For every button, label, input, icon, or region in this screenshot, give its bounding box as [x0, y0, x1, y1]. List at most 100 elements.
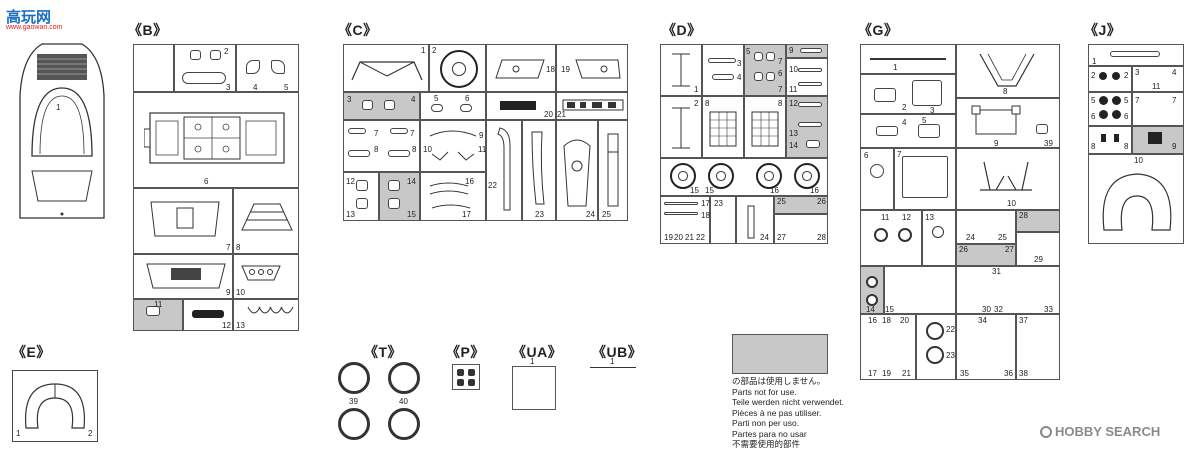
g-part-12: [898, 228, 912, 242]
group-e-frame: [12, 370, 98, 442]
d-part-18: [664, 212, 698, 215]
d-num-8b: 8: [778, 99, 783, 108]
j-cell-1: [1088, 44, 1184, 66]
c-num-7b: 7: [410, 129, 415, 138]
b-part-9: [146, 263, 226, 289]
g-num-34: 34: [978, 316, 987, 325]
c-cell-16-17: [420, 172, 486, 221]
e-num-2: 2: [88, 429, 93, 438]
g-part-7: [902, 156, 948, 198]
c-part-19: [575, 59, 621, 79]
c-part-8: [348, 150, 370, 157]
b-part-3: [182, 72, 226, 84]
c-num-22: 22: [488, 181, 497, 190]
b-num-5: 5: [284, 83, 289, 92]
b-num-2: 2: [224, 47, 229, 56]
d-num-2: 2: [694, 99, 699, 108]
d-cell-27-28: [774, 214, 828, 244]
t-part-tire-4: [388, 408, 420, 440]
j-num-5b: 5: [1124, 96, 1129, 105]
b-num-4: 4: [253, 83, 258, 92]
g-part-14a: [866, 276, 878, 288]
d-cell-8b: [744, 96, 786, 158]
g-num-27: 27: [1005, 245, 1014, 254]
d-part-7b: [766, 72, 775, 81]
group-label-d: 《D》: [662, 22, 702, 38]
g-cell-4-5: [860, 114, 956, 148]
g-num-16: 16: [868, 316, 877, 325]
g-num-26: 26: [959, 245, 968, 254]
g-num-37: 37: [1019, 316, 1028, 325]
j-part-9: [1148, 132, 1162, 144]
d-cell-2: [660, 96, 702, 158]
j-num-9: 9: [1172, 142, 1177, 151]
j-num-5a: 5: [1091, 96, 1096, 105]
g-cell-30-33: [956, 266, 1060, 314]
g-cell-24-25: [956, 210, 1016, 244]
j-part-6a: [1099, 110, 1108, 119]
d-part-4: [712, 74, 734, 80]
c-part-12: [356, 180, 368, 191]
g-cell-22-23: [916, 314, 956, 380]
c-part-5: [431, 104, 443, 112]
watermark-hobbysearch-text: HOBBY SEARCH: [1055, 424, 1161, 439]
d-num-1: 1: [694, 85, 699, 94]
c-num-20: 20: [544, 110, 553, 119]
b-num-9: 9: [226, 288, 231, 297]
c-num-11: 11: [478, 145, 487, 154]
d-num-17: 17: [701, 199, 710, 208]
c-num-13: 13: [346, 210, 355, 219]
b-num-6: 6: [204, 177, 209, 186]
d-cell-8a: [702, 96, 744, 158]
j-cell-3-4-11: [1132, 66, 1184, 92]
c-num-16: 16: [465, 177, 474, 186]
g-cell-14-gray: [860, 266, 884, 314]
group-label-e: 《E》: [12, 344, 51, 360]
c-num-7a: 7: [374, 129, 379, 138]
d-num-23: 23: [714, 199, 723, 208]
c-num-18: 18: [546, 65, 555, 74]
d-cell-25-26-gray: [774, 196, 828, 214]
d-num-20: 20: [674, 233, 683, 242]
g-part-5: [918, 124, 940, 138]
legend-line-es: Partes para no usar: [732, 428, 807, 439]
d-part-15-wheel-a: [670, 163, 696, 189]
g-part-3: [912, 80, 942, 106]
legend-gray-swatch: [732, 334, 828, 374]
b-cell-13: [233, 299, 299, 331]
j-cell-5-6: [1088, 92, 1132, 126]
g-cell-1: [860, 44, 956, 74]
d-cell-5-7-gray: [744, 44, 786, 96]
b-cell-12: [183, 299, 233, 331]
d-part-2: [672, 107, 690, 149]
b-cell-4-5: [236, 44, 299, 92]
j-num-2b: 2: [1124, 71, 1129, 80]
d-part-16-wheel-b: [794, 163, 820, 189]
b-num-11: 11: [154, 300, 163, 309]
j-num-1: 1: [1092, 57, 1097, 66]
g-cell-7: [894, 148, 956, 210]
g-num-35: 35: [960, 369, 969, 378]
g-cell-26-27-gray: [956, 244, 1016, 266]
b-cell-7: [133, 188, 233, 254]
c-part-24: [563, 139, 591, 207]
g-part-13: [932, 226, 944, 238]
c-part-23: [531, 131, 545, 205]
c-cell-3-4-gray: [343, 92, 420, 120]
d-num-16a: 16: [770, 186, 779, 195]
c-num-5: 5: [434, 94, 439, 103]
c-cell-25: [598, 120, 628, 221]
c-num-6: 6: [465, 94, 470, 103]
group-label-c: 《C》: [338, 22, 378, 38]
group-label-p: 《P》: [446, 344, 485, 360]
e-part-1-2: [24, 383, 86, 429]
d-num-11: 11: [789, 85, 798, 94]
d-num-5: 5: [746, 47, 751, 56]
g-num-21: 21: [902, 369, 911, 378]
d-num-26: 26: [817, 197, 826, 206]
t-num-40: 40: [399, 397, 408, 406]
d-cell-10-11: [786, 58, 828, 96]
d-num-8a: 8: [705, 99, 710, 108]
watermark-hobbysearch: HOBBY SEARCH: [1040, 424, 1160, 439]
b-cell-9: [133, 254, 233, 299]
